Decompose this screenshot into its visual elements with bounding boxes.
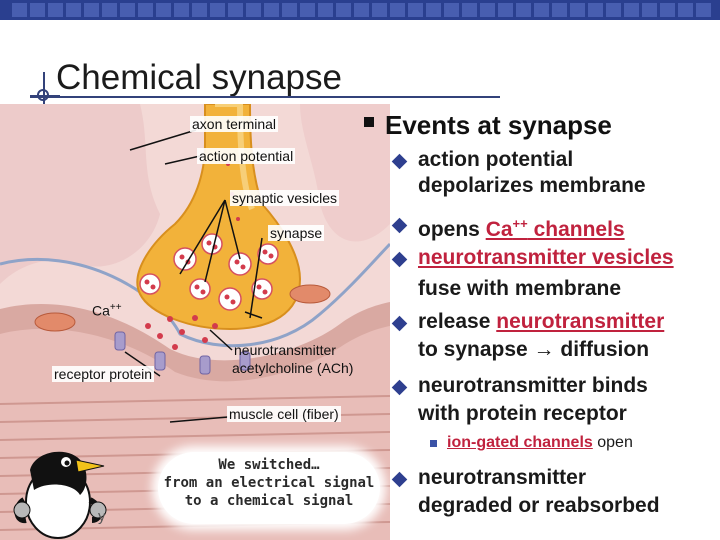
callout-line-2: from an electrical signal bbox=[163, 475, 375, 491]
label-muscle-cell: muscle cell (fiber) bbox=[227, 406, 341, 422]
banner-pattern bbox=[12, 3, 712, 17]
callout-box: We switched… from an electrical signal t… bbox=[158, 452, 380, 524]
footer-fragment: y bbox=[98, 508, 106, 525]
bullet-diamond-6 bbox=[391, 471, 408, 488]
slide-title: Chemical synapse bbox=[56, 58, 342, 97]
label-calcium: Ca++ bbox=[92, 302, 122, 319]
link-neurotransmitter-vesicles[interactable]: neurotransmitter vesicles bbox=[418, 246, 674, 269]
callout-line-1: We switched… bbox=[218, 457, 320, 473]
bullet-2: opens Ca++ channels bbox=[418, 216, 625, 241]
bullet-3-line-2: fuse with membrane bbox=[418, 277, 622, 300]
sub-bullet-square bbox=[430, 440, 437, 447]
label-axon-terminal: axon terminal bbox=[190, 116, 279, 132]
penguin-mascot-icon bbox=[13, 451, 107, 539]
heading-square-bullet bbox=[364, 117, 374, 127]
label-synapse: synapse bbox=[268, 225, 325, 241]
bullet-3-line-1: neurotransmitter vesicles bbox=[418, 246, 674, 270]
label-neurotransmitter: neurotransmitter bbox=[234, 342, 336, 358]
events-heading: Events at synapse bbox=[385, 110, 612, 140]
bullet-5-line-1: neurotransmitter binds bbox=[418, 374, 648, 397]
bullet-4-line-2: to synapse → diffusion bbox=[418, 338, 650, 361]
link-neurotransmitter[interactable]: neurotransmitter bbox=[496, 310, 665, 333]
label-synaptic-vesicles: synaptic vesicles bbox=[230, 190, 340, 206]
title-crosshair-circle bbox=[37, 89, 49, 101]
top-banner bbox=[0, 0, 720, 20]
link-ion-gated-channels[interactable]: ion-gated channels bbox=[447, 434, 593, 451]
bullet-5-line-2: with protein receptor bbox=[418, 402, 627, 425]
bullet-1-line-2: depolarizes membrane bbox=[418, 174, 646, 197]
bullet-diamond-2 bbox=[391, 217, 408, 234]
label-acetylcholine: acetylcholine (ACh) bbox=[232, 360, 354, 376]
bullet-1-line-1: action potential bbox=[418, 148, 574, 171]
callout-line-3: to a chemical signal bbox=[184, 493, 354, 509]
sub-bullet-ion-gated: ion-gated channels open bbox=[447, 434, 633, 451]
bullet-diamond-1 bbox=[391, 153, 408, 170]
bullet-6-line-1: neurotransmitter bbox=[418, 466, 587, 489]
label-action-potential: action potential bbox=[197, 148, 296, 164]
bullet-diamond-3 bbox=[391, 251, 408, 268]
bullet-6-line-2: degraded or reabsorbed bbox=[418, 494, 660, 517]
label-receptor-protein: receptor protein bbox=[52, 366, 155, 382]
bullet-4-line-1: release neurotransmitter bbox=[418, 310, 665, 333]
title-underline bbox=[30, 96, 500, 98]
link-ca-channels[interactable]: Ca++ channels bbox=[485, 216, 625, 241]
bullet-diamond-5 bbox=[391, 379, 408, 396]
arrow-icon: → bbox=[533, 338, 555, 361]
bullet-diamond-4 bbox=[391, 315, 408, 332]
